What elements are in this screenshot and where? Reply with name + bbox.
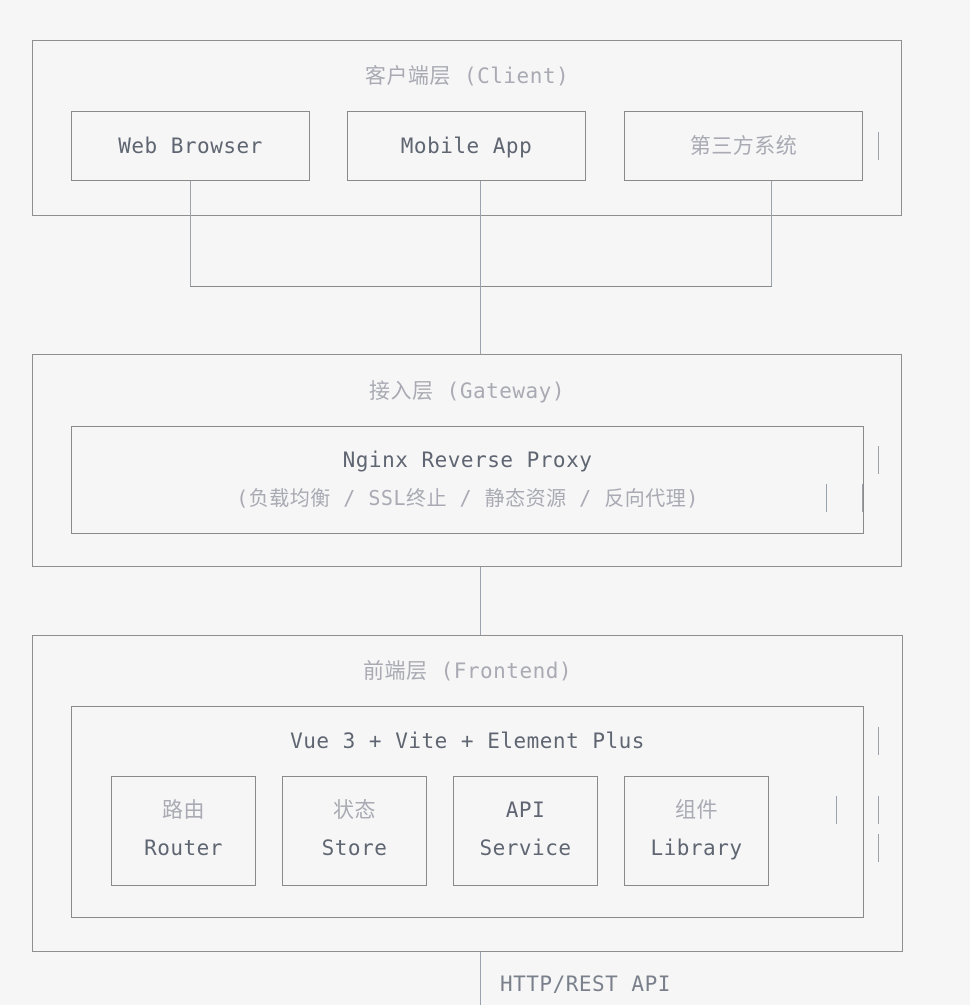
node-router-box [111, 776, 256, 886]
connector-client-merge-bar [190, 286, 772, 287]
node-nginx-box [71, 426, 864, 534]
layer-gateway-heading: 接入层 (Gateway) [369, 379, 565, 403]
ascii-pipe-glyph [878, 446, 879, 474]
node-router-line1: 路由 [162, 798, 205, 822]
node-web-browser-label: Web Browser [118, 134, 263, 158]
node-vue-stack-label: Vue 3 + Vite + Element Plus [290, 729, 645, 753]
ascii-pipe-glyph [878, 796, 879, 824]
ascii-pipe-glyph [878, 727, 879, 755]
node-mobile-app-box [347, 111, 586, 181]
connector-client-to-gateway [480, 286, 481, 354]
connector-http-rest-api-label: HTTP/REST API [500, 972, 671, 996]
node-store-line2: Store [321, 836, 388, 860]
ascii-pipe-glyph [878, 132, 879, 160]
layer-client-heading: 客户端层 (Client) [364, 64, 570, 88]
node-component-library-line1: 组件 [675, 798, 718, 822]
node-store-line1: 状态 [333, 798, 376, 822]
node-store-box [282, 776, 427, 886]
layer-frontend-heading: 前端层 (Frontend) [362, 659, 573, 683]
node-third-party-box [624, 111, 863, 181]
layer-client-box [32, 40, 902, 216]
node-vue-stack-box [71, 706, 864, 918]
connector-gateway-to-frontend [480, 567, 481, 635]
layer-frontend-box [32, 635, 903, 952]
ascii-pipe-glyph [826, 484, 827, 512]
node-component-library-box [624, 776, 769, 886]
connector-web-browser-down [190, 181, 191, 286]
connector-mobile-app-down [480, 181, 481, 286]
node-api-service-box [453, 776, 598, 886]
node-nginx-label: Nginx Reverse Proxy [342, 448, 593, 472]
node-nginx-sublabel: (负载均衡 / SSL终止 / 静态资源 / 反向代理) [236, 486, 699, 510]
node-web-browser-box [71, 111, 310, 181]
node-third-party-label: 第三方系统 [689, 134, 798, 158]
node-api-service-line2: Service [479, 836, 572, 860]
ascii-pipe-glyph [878, 834, 879, 862]
connector-third-party-down [771, 181, 772, 286]
node-api-service-line1: API [505, 798, 546, 822]
layer-gateway-box [32, 354, 902, 567]
ascii-pipe-glyph [836, 796, 837, 824]
node-router-line2: Router [144, 836, 223, 860]
node-component-library-line2: Library [650, 836, 743, 860]
connector-frontend-to-backend [480, 952, 481, 1005]
node-mobile-app-label: Mobile App [400, 134, 533, 158]
ascii-pipe-glyph [862, 484, 863, 512]
